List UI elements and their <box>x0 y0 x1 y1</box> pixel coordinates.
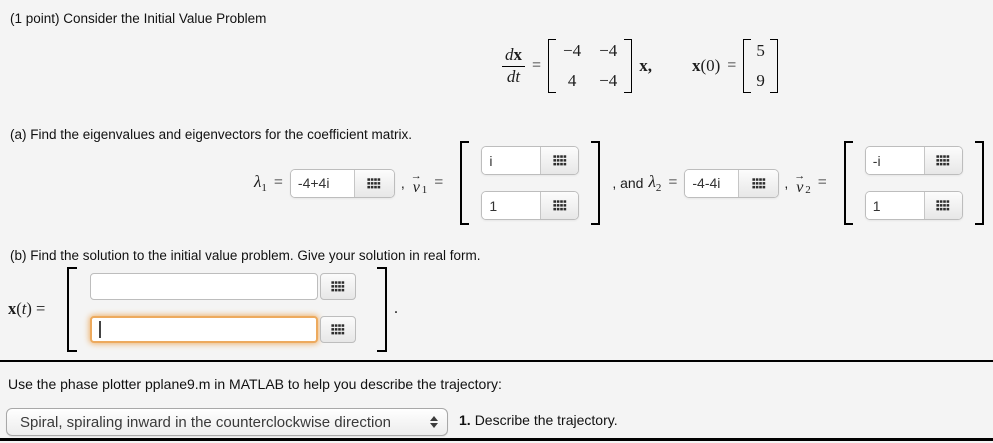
equals-sign: = <box>817 174 827 191</box>
coefficient-matrix: −4 −4 4 −4 <box>548 39 633 93</box>
matrix-cell: −4 <box>599 71 618 90</box>
initial-condition-label: x(0) <box>691 56 721 75</box>
lambda1-symbol: λ1 <box>254 172 267 194</box>
matrix-bracket-right <box>591 141 601 225</box>
bottom-border <box>0 438 993 441</box>
lambda2-symbol: λ2 <box>648 172 662 194</box>
part-a-answer-row: λ1 = , →v1 = , and λ2 = , →v2 <box>254 140 984 226</box>
solution-row-2 <box>90 316 356 343</box>
v1-entry2-group <box>481 191 580 220</box>
vector-entries: 5 9 <box>751 39 770 93</box>
matrix-cell: −4 <box>599 41 618 60</box>
vector-cell: 5 <box>756 41 765 60</box>
grid-editor-icon <box>331 281 345 292</box>
matrix-bracket-left <box>743 39 752 93</box>
matrix-bracket-left <box>67 267 77 352</box>
trajectory-select-wrap: Spiral, spiraling inward in the counterc… <box>6 408 448 436</box>
matrix-bracket-right <box>769 39 778 93</box>
matrix-entries: −4 −4 4 −4 <box>556 39 624 93</box>
text-caret <box>99 321 101 338</box>
section-divider <box>0 360 993 362</box>
v1-entries-column <box>481 146 580 220</box>
solution-entries-column <box>90 273 356 343</box>
lambda2-input[interactable] <box>685 169 739 197</box>
xt-label: x(t) = <box>8 299 46 318</box>
matrix-bracket-right <box>974 141 984 225</box>
comma: , <box>400 175 405 191</box>
equation-editor-button[interactable] <box>353 169 394 197</box>
solution-row-1 <box>90 273 356 300</box>
matrix-bracket-left <box>843 141 853 225</box>
grid-editor-icon <box>553 200 567 211</box>
v1-entry1-input[interactable] <box>482 147 541 174</box>
v2-entry1-group <box>864 146 963 175</box>
phase-plotter-instruction: Use the phase plotter pplane9.m in MATLA… <box>8 376 502 392</box>
vector-arrow: → <box>410 169 422 182</box>
trajectory-select[interactable]: Spiral, spiraling inward in the counterc… <box>6 408 448 436</box>
matrix-bracket-left <box>548 39 557 93</box>
equation-editor-button[interactable] <box>320 273 356 300</box>
grid-editor-icon <box>752 177 766 188</box>
grid-editor-icon <box>367 177 381 188</box>
equals-sign: = <box>434 174 444 191</box>
solution-x2-input[interactable] <box>90 316 318 343</box>
grid-editor-icon <box>936 155 950 166</box>
lambda1-input[interactable] <box>290 169 354 197</box>
v2-entry2-group <box>864 191 963 220</box>
matrix-bracket-right <box>624 39 633 93</box>
equals-sign: = <box>727 57 737 74</box>
equals-sign: = <box>273 174 283 191</box>
grid-editor-icon <box>331 324 345 335</box>
equation-editor-button[interactable] <box>540 192 579 219</box>
trajectory-question: 1.Describe the trajectory. <box>459 412 618 428</box>
question-number: 1. <box>459 412 471 428</box>
vector-cell: 9 <box>756 71 765 90</box>
v2-entry2-input[interactable] <box>865 192 924 219</box>
grid-editor-icon <box>936 200 950 211</box>
grid-editor-icon <box>553 155 567 166</box>
equals-sign: = <box>532 57 542 74</box>
matrix-cell: 4 <box>567 71 577 90</box>
matrix-bracket-left <box>460 141 470 225</box>
matrix-bracket-right <box>377 267 387 352</box>
solution-x1-input[interactable] <box>90 273 318 300</box>
v1-entry1-group <box>481 146 580 175</box>
ode-equation: dx dt = −4 −4 4 −4 x, x(0) = 5 9 <box>502 37 778 95</box>
and-text: , and <box>612 175 644 191</box>
fraction-denominator: dt <box>506 66 521 86</box>
equation-editor-button[interactable] <box>738 169 779 197</box>
equation-editor-button[interactable] <box>540 147 579 174</box>
part-b-label: (b) Find the solution to the initial val… <box>10 248 481 263</box>
v1-entry2-input[interactable] <box>482 192 541 219</box>
sentence-period: . <box>394 300 398 317</box>
initial-condition-vector: 5 9 <box>743 39 778 93</box>
equation-editor-button[interactable] <box>320 316 356 343</box>
problem-points-header: (1 point) Consider the Initial Value Pro… <box>10 11 267 26</box>
equation-editor-button[interactable] <box>923 192 962 219</box>
part-a-label: (a) Find the eigenvalues and eigenvector… <box>10 127 412 142</box>
lambda1-input-group <box>289 168 395 198</box>
comma: , <box>784 175 789 191</box>
vector-arrow: → <box>794 169 806 182</box>
fraction-numerator: dx <box>502 45 525 67</box>
equals-sign: = <box>668 174 678 191</box>
matrix-cell: −4 <box>563 41 582 60</box>
lambda2-input-group <box>684 168 780 198</box>
v2-entries-column <box>864 146 963 220</box>
v2-entry1-input[interactable] <box>865 147 924 174</box>
dxdt-fraction: dx dt <box>502 45 525 86</box>
x-variable: x, <box>639 56 652 75</box>
equation-editor-button[interactable] <box>923 147 962 174</box>
